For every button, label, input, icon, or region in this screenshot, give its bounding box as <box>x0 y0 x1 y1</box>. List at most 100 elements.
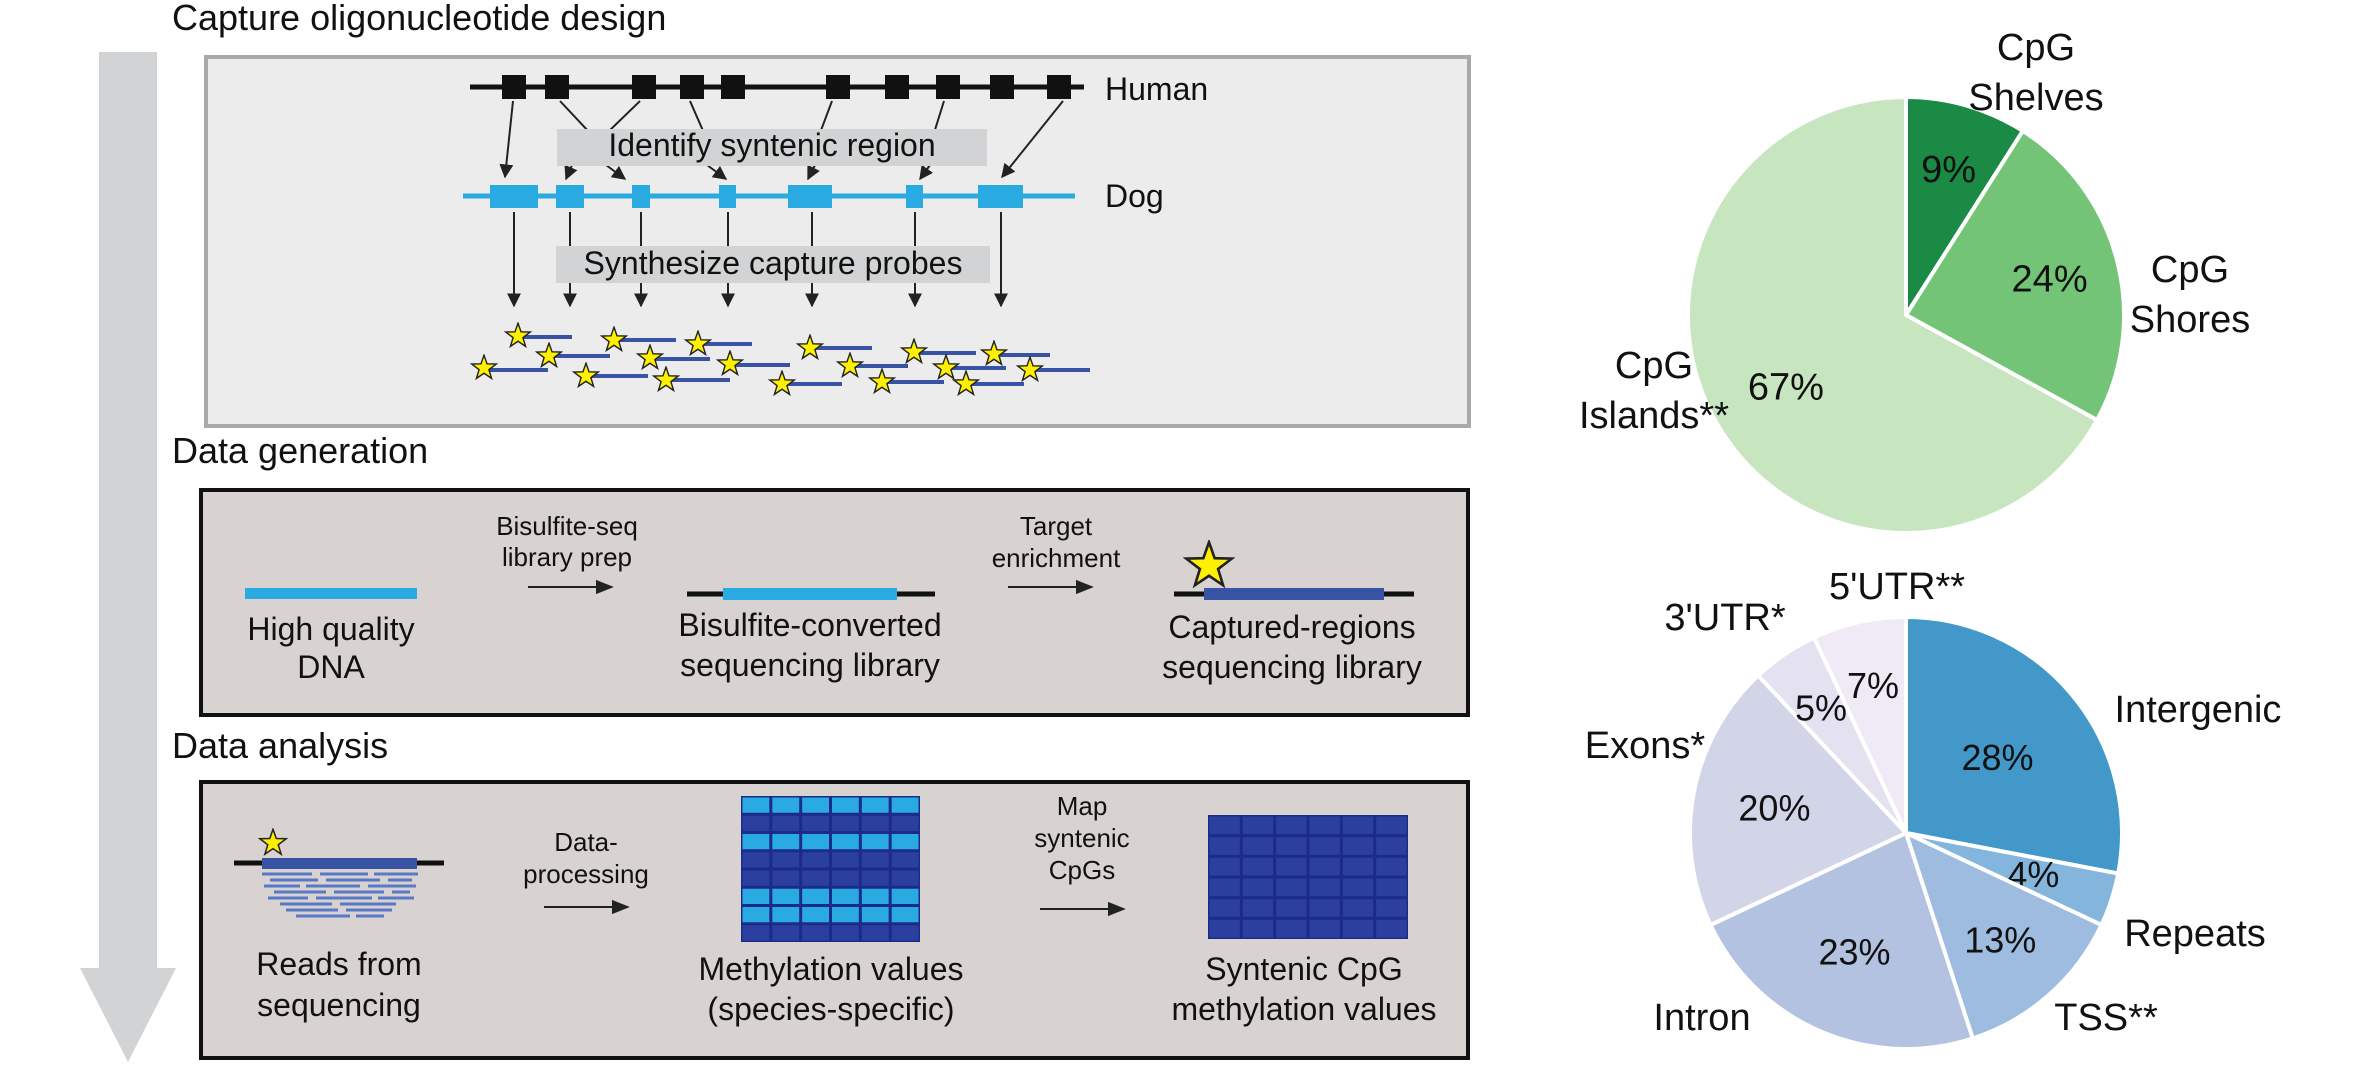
ana-arrow1-line1: Data- <box>554 827 618 857</box>
matrix-cell <box>1309 837 1340 855</box>
gen-item2-line2: sequencing library <box>680 647 940 683</box>
matrix-cell <box>891 888 919 904</box>
matrix-cell <box>1342 899 1374 917</box>
matrix-cell <box>802 888 829 904</box>
matrix-cell <box>742 888 770 904</box>
sequencing-reads-graphic <box>234 828 444 918</box>
matrix-cell <box>1276 899 1307 917</box>
bisulfite-library-graphic <box>687 588 935 600</box>
species-label-human: Human <box>1105 71 1208 107</box>
matrix-cell <box>832 815 859 831</box>
gen-item3-line1: Captured-regions <box>1168 609 1415 645</box>
matrix-cell <box>891 797 919 813</box>
pie-label-3-utr: 3'UTR* <box>1664 597 1785 639</box>
pie-label-exons: Exons* <box>1585 725 1706 767</box>
matrix-cell <box>832 870 859 886</box>
matrix-cell <box>861 870 889 886</box>
matrix-cell <box>772 907 800 923</box>
matrix-cell <box>891 834 919 850</box>
matrix-cell <box>1376 878 1407 897</box>
matrix-cell <box>861 797 889 813</box>
ana-arrow2-line3: CpGs <box>1049 855 1115 885</box>
dna-bar <box>245 588 417 599</box>
generation-panel <box>199 488 1470 717</box>
probe-arrows <box>507 212 1008 308</box>
matrix-cell <box>1342 816 1374 835</box>
matrix-cell <box>742 870 770 886</box>
matrix-cell <box>1376 919 1407 938</box>
matrix-cell <box>891 852 919 868</box>
matrix-cell <box>832 852 859 868</box>
matrix-cell <box>802 870 829 886</box>
matrix-cell <box>861 888 889 904</box>
pie-label-5-utr: 5'UTR** <box>1829 566 1965 608</box>
matrix-cell <box>1376 899 1407 917</box>
matrix-cell <box>1276 857 1307 876</box>
matrix-cell <box>772 852 800 868</box>
matrix-cell <box>1309 857 1340 876</box>
matrix-cell <box>1309 878 1340 897</box>
step-synthesize-label: Synthesize capture probes <box>584 245 963 281</box>
pie-label-cpg-islands: Islands** <box>1579 395 1729 437</box>
capture-panel <box>204 55 1471 428</box>
section-title-generation: Data generation <box>172 430 428 471</box>
matrix-cell <box>772 797 800 813</box>
syntenic-matrix <box>1208 815 1408 939</box>
section-title-capture: Capture oligonucleotide design <box>172 0 666 38</box>
pie-percent-intron: 23% <box>1818 932 1890 973</box>
pie-slice-cpg-shelves <box>1904 94 2026 322</box>
pie-percent-cpg-shores: 24% <box>2012 258 2088 300</box>
gen-arrow2-line2: enrichment <box>992 543 1121 573</box>
pie-percent-cpg-islands: 67% <box>1748 366 1824 408</box>
pie-percent-5-utr: 7% <box>1847 665 1899 706</box>
pie-label-cpg-shelves: CpG <box>1997 27 2075 69</box>
matrix-cell <box>802 925 829 941</box>
pie-label-cpg-shores: Shores <box>2130 299 2250 341</box>
ana-arrow2-line2: syntenic <box>1034 823 1129 853</box>
matrix-cell <box>1342 857 1374 876</box>
matrix-cell <box>1276 878 1307 897</box>
pie-percent-cpg-shelves: 9% <box>1921 149 1976 191</box>
matrix-cell <box>1242 857 1274 876</box>
ana-item1-line1: Reads from <box>256 946 421 982</box>
matrix-cell <box>861 907 889 923</box>
matrix-cell <box>891 907 919 923</box>
ana-item3-line1: Syntenic CpG <box>1205 951 1402 987</box>
matrix-cell <box>1242 837 1274 855</box>
pie-chart-genomic-features: 28%Intergenic4%Repeats13%TSS**23%Intron2… <box>1585 566 2281 1051</box>
matrix-cell <box>861 815 889 831</box>
pie-label-cpg-islands: CpG <box>1615 345 1693 387</box>
matrix-cell <box>1309 919 1340 938</box>
ana-arrow2-line1: Map <box>1057 791 1108 821</box>
matrix-cell <box>1342 837 1374 855</box>
gen-item1-line1: High quality <box>247 611 414 647</box>
captured-library-graphic <box>1174 540 1414 600</box>
matrix-cell <box>1276 837 1307 855</box>
gen-arrow1-line2: library prep <box>502 542 632 572</box>
matrix-cell <box>832 925 859 941</box>
ana-item3-line2: methylation values <box>1171 991 1436 1027</box>
matrix-cell <box>1209 878 1240 897</box>
dog-genome-track <box>463 185 1075 208</box>
pie-percent-tss: 13% <box>1964 920 2036 961</box>
capture-probes <box>471 322 1090 396</box>
matrix-cell <box>772 925 800 941</box>
matrix-cell <box>832 888 859 904</box>
gen-item1-line2: DNA <box>297 649 365 685</box>
pie-slice-cpg-islands <box>1685 94 2100 535</box>
ana-item1-line2: sequencing <box>257 987 421 1023</box>
matrix-cell <box>1242 919 1274 938</box>
matrix-cell <box>1309 816 1340 835</box>
matrix-cell <box>772 870 800 886</box>
matrix-cell <box>1242 878 1274 897</box>
matrix-cell <box>1342 919 1374 938</box>
pie-slice-cpg-shores <box>1903 128 2126 423</box>
matrix-cell <box>772 815 800 831</box>
pie-label-intron: Intron <box>1653 997 1750 1039</box>
ana-item2-line2: (species-specific) <box>707 991 954 1027</box>
human-genome-track <box>470 75 1084 99</box>
matrix-cell <box>742 797 770 813</box>
matrix-cell <box>772 888 800 904</box>
section-title-analysis: Data analysis <box>172 725 388 766</box>
matrix-cell <box>891 870 919 886</box>
